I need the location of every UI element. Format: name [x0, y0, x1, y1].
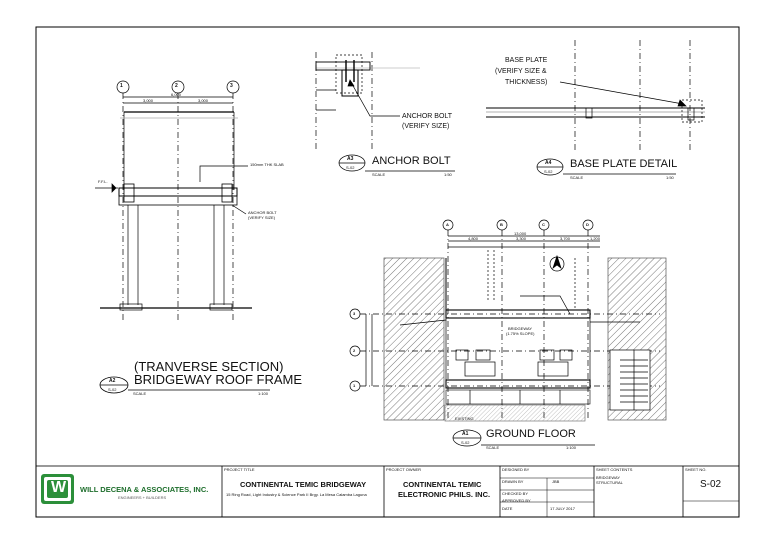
a4-note-2: (VERIFY SIZE & [495, 68, 547, 75]
detail-a3-sheet: S-02 [346, 165, 355, 170]
section-a2-scale: 1:100 [258, 391, 269, 396]
detail-a3-tag: A3 [347, 156, 354, 162]
dim-top: 6,000 [171, 92, 182, 97]
col-label-b: B [500, 222, 503, 227]
title-block-lines [35, 465, 740, 518]
label-slope: (1.75% SLOPE) [506, 331, 535, 336]
project-title-label: PROJECT TITLE [224, 467, 255, 472]
designed-by-label: DESIGNED BY [502, 467, 530, 472]
section-a2-tag [99, 376, 270, 394]
detail-a3-drawing [315, 52, 455, 172]
approved-by-label: APPROVED BY [502, 498, 531, 503]
plan-a1-drawing [349, 219, 667, 447]
drawn-by-label: DRAWN BY [502, 479, 524, 484]
detail-a4-scale: 1:50 [666, 175, 674, 180]
dim-right: 3,000 [198, 98, 209, 103]
a3-note-1: ANCHOR BOLT [402, 113, 453, 120]
detail-a3-scale: 1:50 [444, 172, 452, 177]
label-existing: EXISTING [455, 416, 474, 421]
sheet-no: S-02 [700, 479, 722, 490]
section-a2-scale-label: SCALE [133, 391, 147, 396]
section-a2-title-line1: (TRANVERSE SECTION) [134, 359, 284, 374]
company-tagline: ENGINEERS + BUILDERS [118, 495, 167, 500]
company-logo [41, 474, 74, 504]
dim-3: 3,700 [560, 236, 571, 241]
project-title: CONTINENTAL TEMIC BRIDGEWAY [240, 480, 367, 489]
section-a2-drawing [95, 80, 252, 320]
detail-a4-tag: A4 [545, 160, 552, 166]
a4-note-1: BASE PLATE [505, 57, 548, 64]
row-label-3: 3 [353, 311, 356, 316]
detail-a4-title: BASE PLATE DETAIL [570, 158, 678, 170]
plan-a1-title: GROUND FLOOR [486, 428, 576, 440]
section-a2-title-line2: BRIDGEWAY ROOF FRAME [134, 372, 303, 387]
row-label-1: 1 [353, 383, 356, 388]
a4-note-3: THICKNESS) [505, 79, 548, 86]
sheet-no-label: SHEET NO. [685, 467, 707, 472]
grid-label-3: 3 [230, 83, 233, 89]
plan-a1-sheet: S-02 [461, 440, 470, 445]
plan-a1-scale: 1:100 [566, 445, 577, 450]
drawn-by: JBB [552, 479, 560, 484]
grid-label-1: 1 [120, 83, 123, 89]
section-a2-sheet: S-02 [108, 387, 117, 392]
section-a2-tag: A2 [109, 378, 116, 384]
plan-a1-tag: A1 [462, 431, 469, 437]
dim-1: 4,800 [468, 236, 479, 241]
grid-label-2: 2 [175, 83, 178, 89]
owner-line2: ELECTRONIC PHILS. INC. [398, 490, 491, 499]
a3-note-2: (VERIFY SIZE) [402, 123, 450, 130]
owner-line1: CONTINENTAL TEMIC [403, 480, 482, 489]
owner-label: PROJECT OWNER [386, 467, 422, 472]
col-label-a: A [446, 222, 449, 227]
label-bridgeway: BRIDGEWAY [508, 326, 533, 331]
company-name: WILL DECENA & ASSOCIATES, INC. [80, 485, 209, 494]
project-address: 15 Ring Road, Light Industry & Science P… [226, 492, 367, 497]
dim-total: 13,000 [514, 231, 527, 236]
detail-a4-drawing [486, 40, 705, 176]
row-label-2: 2 [353, 348, 356, 353]
slab-note: 150mm THK SLAB [250, 162, 284, 167]
dim-4: 1,200 [590, 236, 601, 241]
checked-by-label: CHECKED BY [502, 491, 529, 496]
dim-2: 3,300 [516, 236, 527, 241]
anchor-note-2: (VERIFY SIZE) [248, 215, 276, 220]
date-value: 17 JULY 2017 [550, 506, 575, 511]
date-label: DATE [502, 506, 513, 511]
detail-a4-scale-label: SCALE [570, 175, 584, 180]
plan-a1-scale-label: SCALE [486, 445, 500, 450]
detail-a3-scale-label: SCALE [372, 172, 386, 177]
sheet-contents-label: SHEET CONTENTS [596, 467, 633, 472]
logo-letters: W [51, 479, 67, 496]
detail-a3-title: ANCHOR BOLT [372, 155, 451, 167]
anchor-note-1: ANCHOR BOLT [248, 210, 277, 215]
col-label-d: D [586, 222, 589, 227]
col-label-c: C [542, 222, 545, 227]
detail-a4-sheet: S-02 [544, 169, 553, 174]
ffl-label: F.F.L. [98, 179, 108, 184]
sheet-contents-1: BRIDGEWAY [596, 475, 621, 480]
dim-left: 3,000 [143, 98, 154, 103]
sheet-contents-2: STRUCTURAL [596, 480, 623, 485]
